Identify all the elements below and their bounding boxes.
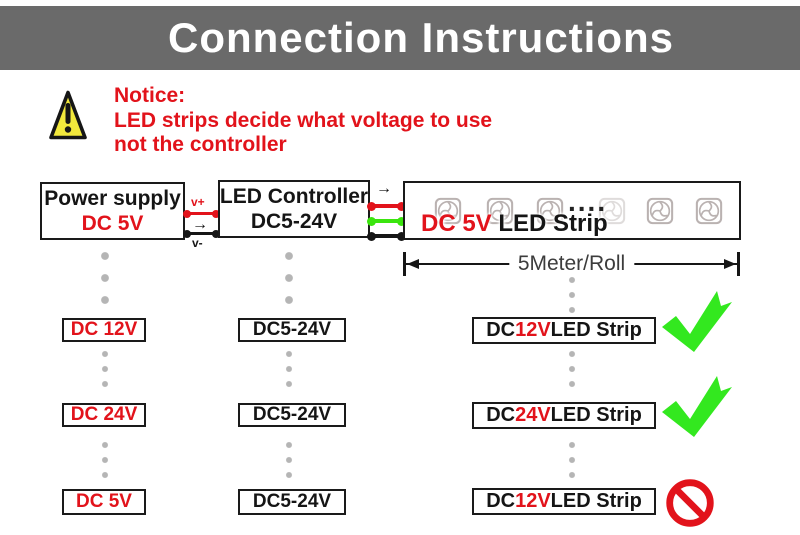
row-strip-suffix: LED Strip bbox=[550, 319, 642, 341]
row-strip-suffix: LED Strip bbox=[550, 490, 642, 512]
no-entry-icon bbox=[666, 479, 714, 527]
power-supply-name: Power supply bbox=[44, 187, 181, 210]
row-strip-voltage: 12V bbox=[515, 490, 551, 512]
wire-node bbox=[367, 201, 376, 211]
title-banner: Connection Instructions bbox=[0, 6, 800, 70]
led-chip-icon bbox=[536, 197, 564, 225]
led-chip-icon bbox=[434, 197, 462, 225]
led-chip-icon bbox=[598, 197, 626, 225]
current-arrow-icon: → bbox=[192, 216, 208, 233]
controller-to-strip-wires: → bbox=[367, 178, 406, 241]
wire-node bbox=[397, 201, 406, 211]
signal-wire-red bbox=[369, 204, 404, 208]
led-chip-icon bbox=[486, 197, 514, 225]
dimension-label: 5Meter/Roll bbox=[508, 252, 635, 276]
wire-node bbox=[397, 231, 406, 241]
dotted-connector bbox=[284, 350, 294, 395]
row-strip-prefix: DC bbox=[486, 404, 516, 426]
wire-node bbox=[212, 229, 220, 238]
row-controller-box: DC5-24V bbox=[238, 318, 346, 342]
strip-continuation-dots: .... bbox=[568, 186, 608, 217]
row-controller-box: DC5-24V bbox=[238, 489, 346, 515]
dimension-line: 5Meter/Roll bbox=[403, 252, 740, 278]
vminus-label: v- bbox=[192, 236, 203, 250]
arrow-left-icon bbox=[407, 258, 419, 269]
current-arrow-icon: → bbox=[376, 180, 392, 197]
dotted-connector bbox=[284, 441, 294, 486]
row-strip-box: DC 12V LED Strip bbox=[472, 488, 656, 515]
wire-node bbox=[367, 216, 376, 226]
notice-heading: Notice: bbox=[114, 84, 186, 107]
strip-voltage: DC 5V bbox=[421, 210, 492, 237]
row-power-box: DC 24V bbox=[62, 403, 146, 427]
row-power-box: DC 12V bbox=[62, 318, 146, 342]
vminus-wire bbox=[184, 232, 219, 235]
wire-node bbox=[397, 216, 406, 226]
check-icon bbox=[662, 376, 732, 437]
vplus-wire bbox=[184, 212, 219, 215]
led-chip-icon bbox=[695, 197, 723, 225]
dotted-connector bbox=[567, 350, 577, 395]
warning-triangle-icon bbox=[49, 90, 87, 140]
controller-voltage: DC5-24V bbox=[250, 210, 338, 233]
controller-name: LED Controller bbox=[219, 185, 369, 208]
notice-line: not the controller bbox=[114, 133, 287, 156]
signal-wire-black bbox=[369, 234, 404, 238]
row-power-box: DC 5V bbox=[62, 489, 146, 515]
strip-label: DC 5V LED Strip bbox=[421, 210, 608, 238]
arrow-right-icon bbox=[724, 258, 736, 269]
power-supply-voltage: DC 5V bbox=[81, 212, 144, 235]
wire-node bbox=[367, 231, 376, 241]
dotted-connector bbox=[284, 251, 294, 317]
strip-name: LED Strip bbox=[491, 210, 608, 237]
led-chip-icon bbox=[646, 197, 674, 225]
check-icon bbox=[662, 291, 732, 352]
row-strip-voltage: 12V bbox=[515, 319, 551, 341]
row-controller-box: DC5-24V bbox=[238, 403, 346, 427]
dotted-connector bbox=[567, 441, 577, 486]
dimension-endbar bbox=[403, 252, 406, 276]
led-strip-box: .... DC 5V LED Strip bbox=[403, 181, 741, 240]
led-controller-box: LED Controller DC5-24V bbox=[218, 180, 370, 238]
signal-wire-green bbox=[369, 219, 404, 223]
wire-node bbox=[183, 229, 191, 238]
row-strip-prefix: DC bbox=[486, 490, 516, 512]
notice-line: LED strips decide what voltage to use bbox=[114, 108, 493, 132]
power-supply-box: Power supply DC 5V bbox=[40, 182, 185, 240]
row-strip-voltage: 24V bbox=[515, 404, 551, 426]
dotted-connector bbox=[100, 441, 110, 486]
power-to-controller-wires: v+ → v- bbox=[183, 195, 220, 250]
dimension-endbar bbox=[737, 252, 740, 276]
dotted-connector bbox=[100, 350, 110, 395]
wire-node bbox=[212, 209, 220, 218]
wire-node bbox=[183, 209, 191, 218]
row-strip-box: DC 24V LED Strip bbox=[472, 402, 656, 429]
dotted-connector bbox=[567, 276, 577, 321]
row-strip-suffix: LED Strip bbox=[550, 404, 642, 426]
notice: Notice: LED strips decide what voltage t… bbox=[114, 84, 492, 158]
page-title: Connection Instructions bbox=[168, 14, 674, 61]
row-strip-box: DC 12V LED Strip bbox=[472, 317, 656, 344]
dotted-connector bbox=[100, 251, 110, 317]
row-strip-prefix: DC bbox=[486, 319, 516, 341]
vplus-label: v+ bbox=[191, 195, 205, 209]
